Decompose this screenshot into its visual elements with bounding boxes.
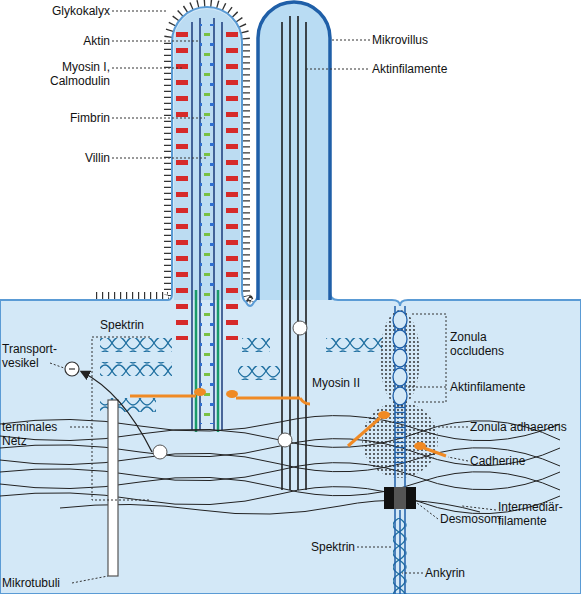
part-label: Desmosom [440, 512, 540, 526]
occludens-plaque [380, 310, 420, 406]
part-label: Fimbrin [40, 111, 110, 125]
part-label: Cadherine [470, 454, 570, 468]
leader-line [112, 11, 166, 12]
part-label: Aktin [40, 34, 110, 48]
leader-line [402, 573, 423, 574]
cadherin [424, 448, 446, 456]
rootlet [217, 290, 220, 432]
microtubule [108, 400, 118, 576]
fimbrin-villin-bars [200, 24, 214, 424]
actin-filament [221, 22, 223, 430]
vesicle [278, 433, 292, 447]
part-label: Mikrotubuli [2, 576, 82, 590]
desmosome [384, 487, 416, 509]
leader-line [112, 68, 182, 69]
myosin-ii-head [226, 390, 238, 398]
myosin-ii-head [194, 388, 206, 396]
transport-vesicle [65, 362, 79, 376]
actin-filament [305, 22, 307, 490]
vesicle [293, 321, 307, 335]
myosin-i-dashes [176, 28, 188, 340]
part-label: Glykokalyx [40, 4, 110, 18]
part-label: Aktinfilamente [450, 380, 560, 394]
leader-line [462, 506, 496, 510]
leader-line [306, 69, 370, 70]
actin-filament [191, 22, 193, 430]
microvillus-outline [258, 2, 330, 300]
actin-filament [289, 16, 291, 490]
occludens-strand [393, 330, 407, 348]
part-label: Zonula occludens [450, 330, 520, 358]
occludens-strand [393, 387, 407, 405]
bracket [92, 337, 150, 500]
actin-filament [281, 22, 283, 490]
vesicle [153, 445, 167, 459]
myosin-ii [236, 397, 300, 400]
part-label: terminales Netz [2, 420, 70, 448]
occludens-strand [393, 368, 407, 386]
part-label: Ankyrin [425, 566, 525, 580]
leader-line [72, 576, 108, 583]
terminal-web-fiber [0, 472, 560, 496]
terminal-web-fiber [60, 500, 480, 514]
myosin-i-dashes [226, 28, 238, 340]
spectrin-helix [100, 362, 172, 376]
cadherin-head [378, 411, 390, 419]
leader-line [50, 363, 64, 368]
bracket [412, 314, 446, 402]
part-label: Mikrovillus [372, 33, 472, 47]
spectrin-helix [326, 338, 382, 352]
cadherin-head [414, 442, 426, 450]
leader-line [332, 40, 370, 41]
leader-line [406, 387, 446, 388]
terminal-web-fiber [0, 487, 560, 514]
leader-line [70, 427, 92, 428]
part-label: Villin [40, 151, 110, 165]
part-label: Spektrin [290, 540, 355, 554]
spectrin-helix [238, 366, 280, 380]
spectrin-helix [242, 338, 270, 352]
leader-line [448, 457, 468, 461]
part-label: Zonula adhaerens [470, 420, 580, 434]
leader-line [436, 427, 468, 428]
adhaerens-plaque [362, 402, 438, 478]
part-label: Transport- vesikel [2, 342, 64, 370]
part-label: Spektrin [100, 318, 170, 332]
leader-line [417, 503, 438, 519]
leader-lines [50, 11, 496, 583]
occludens-strand [393, 311, 407, 329]
myosin-ii [130, 395, 196, 398]
occludens-strand [393, 349, 407, 367]
ankyrin-line [399, 510, 401, 594]
part-label: Myosin II [312, 376, 392, 390]
cadherin [348, 418, 380, 446]
part-label: Intermediär- filamente [498, 500, 580, 528]
spectrin-helix [100, 338, 172, 352]
adhaerens-rungs [395, 405, 405, 467]
leader-line [112, 158, 208, 159]
lateral-membrane [404, 306, 406, 594]
myosin-ii [300, 398, 310, 404]
leader-line [357, 547, 392, 548]
lateral-membrane [394, 306, 396, 594]
part-label: Myosin I, Calmodulin [40, 60, 110, 88]
leader-line [112, 41, 200, 42]
part-label: Aktinfilamente [372, 62, 482, 76]
rootlet [195, 290, 198, 432]
leader-line [112, 118, 205, 119]
desmosome-core [394, 487, 406, 509]
vesicle-mark [69, 368, 75, 369]
